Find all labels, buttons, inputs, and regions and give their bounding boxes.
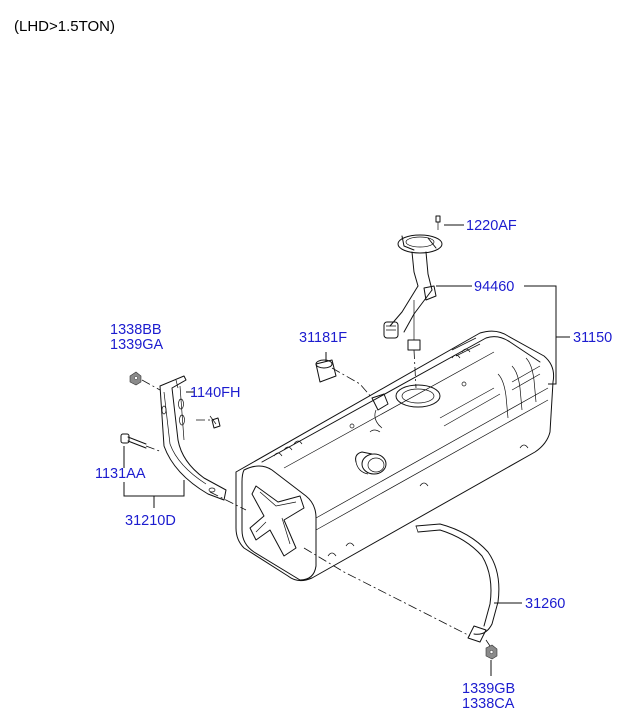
label-1338bb: 1338BB [110, 322, 162, 338]
label-1339gb: 1339GB [462, 681, 515, 697]
fuel-tank [235, 330, 555, 582]
label-1339ga: 1339GA [110, 337, 164, 353]
label-1140fh: 1140FH [190, 385, 241, 401]
rear-strap [415, 523, 500, 660]
label-1131aa: 1131AA [95, 466, 146, 482]
fuel-pump-assembly [383, 215, 443, 351]
label-31260: 31260 [525, 596, 565, 612]
label-31181f: 31181F [299, 330, 347, 346]
alignment-lines [141, 349, 491, 647]
front-bracket [120, 371, 227, 501]
label-31210d: 31210D [125, 513, 176, 529]
diagram-caption: (LHD>1.5TON) [14, 18, 115, 35]
part-labels: 1220AF 94460 31150 31181F 1338BB 1339GA … [95, 218, 612, 712]
leader-lines [123, 224, 570, 676]
label-1220af: 1220AF [466, 218, 517, 234]
label-31150: 31150 [573, 330, 612, 346]
label-1338ca: 1338CA [462, 696, 515, 712]
label-94460: 94460 [474, 279, 514, 295]
bushing [315, 359, 337, 383]
